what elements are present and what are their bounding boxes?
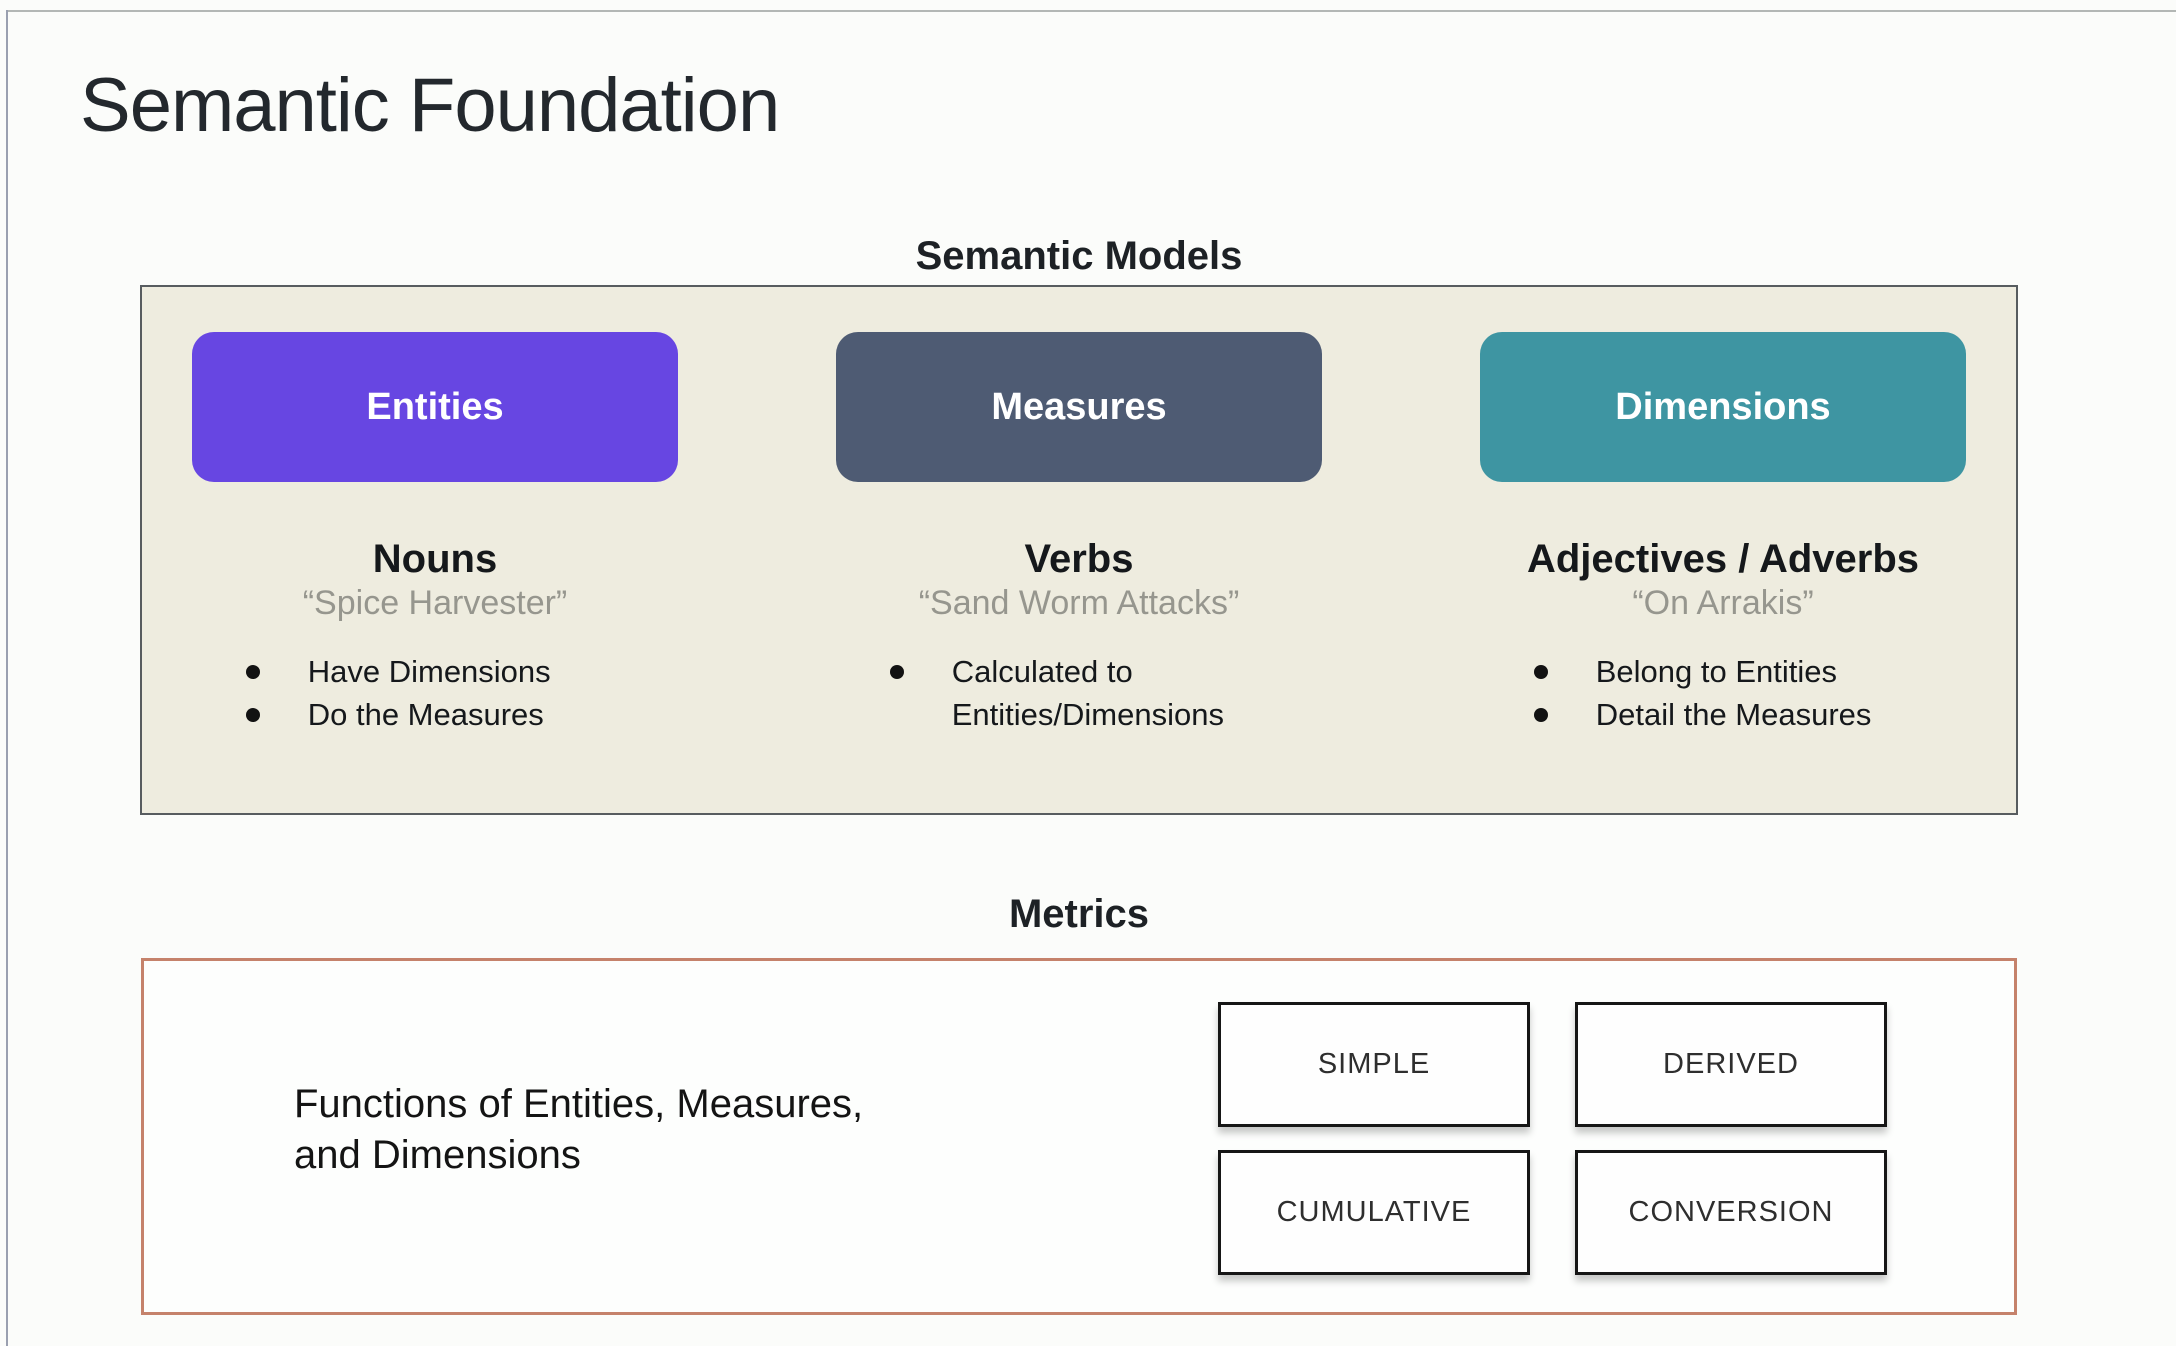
- bullet-item: Belong to Entities: [1524, 651, 1923, 694]
- measures-column: Measures Verbs “Sand Worm Attacks” Calcu…: [836, 332, 1322, 813]
- measures-bullet-list: Calculated to Entities/Dimensions: [880, 651, 1279, 737]
- metric-type-cumulative: CUMULATIVE: [1218, 1150, 1530, 1275]
- bullet-item: Calculated to Entities/Dimensions: [880, 651, 1279, 737]
- bullet-item: Have Dimensions: [236, 651, 635, 694]
- metric-type-simple: SIMPLE: [1218, 1002, 1530, 1127]
- semantic-models-box: Entities Nouns “Spice Harvester” Have Di…: [140, 285, 2018, 815]
- measures-example: “Sand Worm Attacks”: [918, 584, 1240, 622]
- measures-pill: Measures: [836, 332, 1322, 482]
- bullet-item: Detail the Measures: [1524, 694, 1923, 737]
- window-top-edge: [6, 10, 2176, 12]
- metric-type-derived: DERIVED: [1575, 1002, 1887, 1127]
- dimensions-example: “On Arrakis”: [1632, 584, 1814, 622]
- entities-bullet-list: Have Dimensions Do the Measures: [236, 651, 635, 737]
- entities-column: Entities Nouns “Spice Harvester” Have Di…: [192, 332, 678, 813]
- semantic-models-heading: Semantic Models: [915, 234, 1243, 278]
- metrics-heading: Metrics: [1008, 892, 1150, 936]
- entities-role-label: Nouns: [372, 537, 498, 581]
- dimensions-column: Dimensions Adjectives / Adverbs “On Arra…: [1480, 332, 1966, 813]
- page-title: Semantic Foundation: [80, 63, 780, 148]
- dimensions-pill: Dimensions: [1480, 332, 1966, 482]
- measures-role-label: Verbs: [1024, 537, 1134, 581]
- entities-example: “Spice Harvester”: [302, 584, 568, 622]
- metric-type-conversion: CONVERSION: [1575, 1150, 1887, 1275]
- bullet-item: Do the Measures: [236, 694, 635, 737]
- dimensions-role-label: Adjectives / Adverbs: [1526, 537, 1919, 581]
- metrics-box: Functions of Entities, Measures, and Dim…: [141, 958, 2017, 1315]
- window-left-edge: [6, 10, 8, 1346]
- metrics-description: Functions of Entities, Measures, and Dim…: [294, 1082, 864, 1178]
- entities-pill: Entities: [192, 332, 678, 482]
- dimensions-bullet-list: Belong to Entities Detail the Measures: [1524, 651, 1923, 737]
- metric-type-grid: SIMPLE DERIVED CUMULATIVE CONVERSION: [1218, 1002, 1887, 1275]
